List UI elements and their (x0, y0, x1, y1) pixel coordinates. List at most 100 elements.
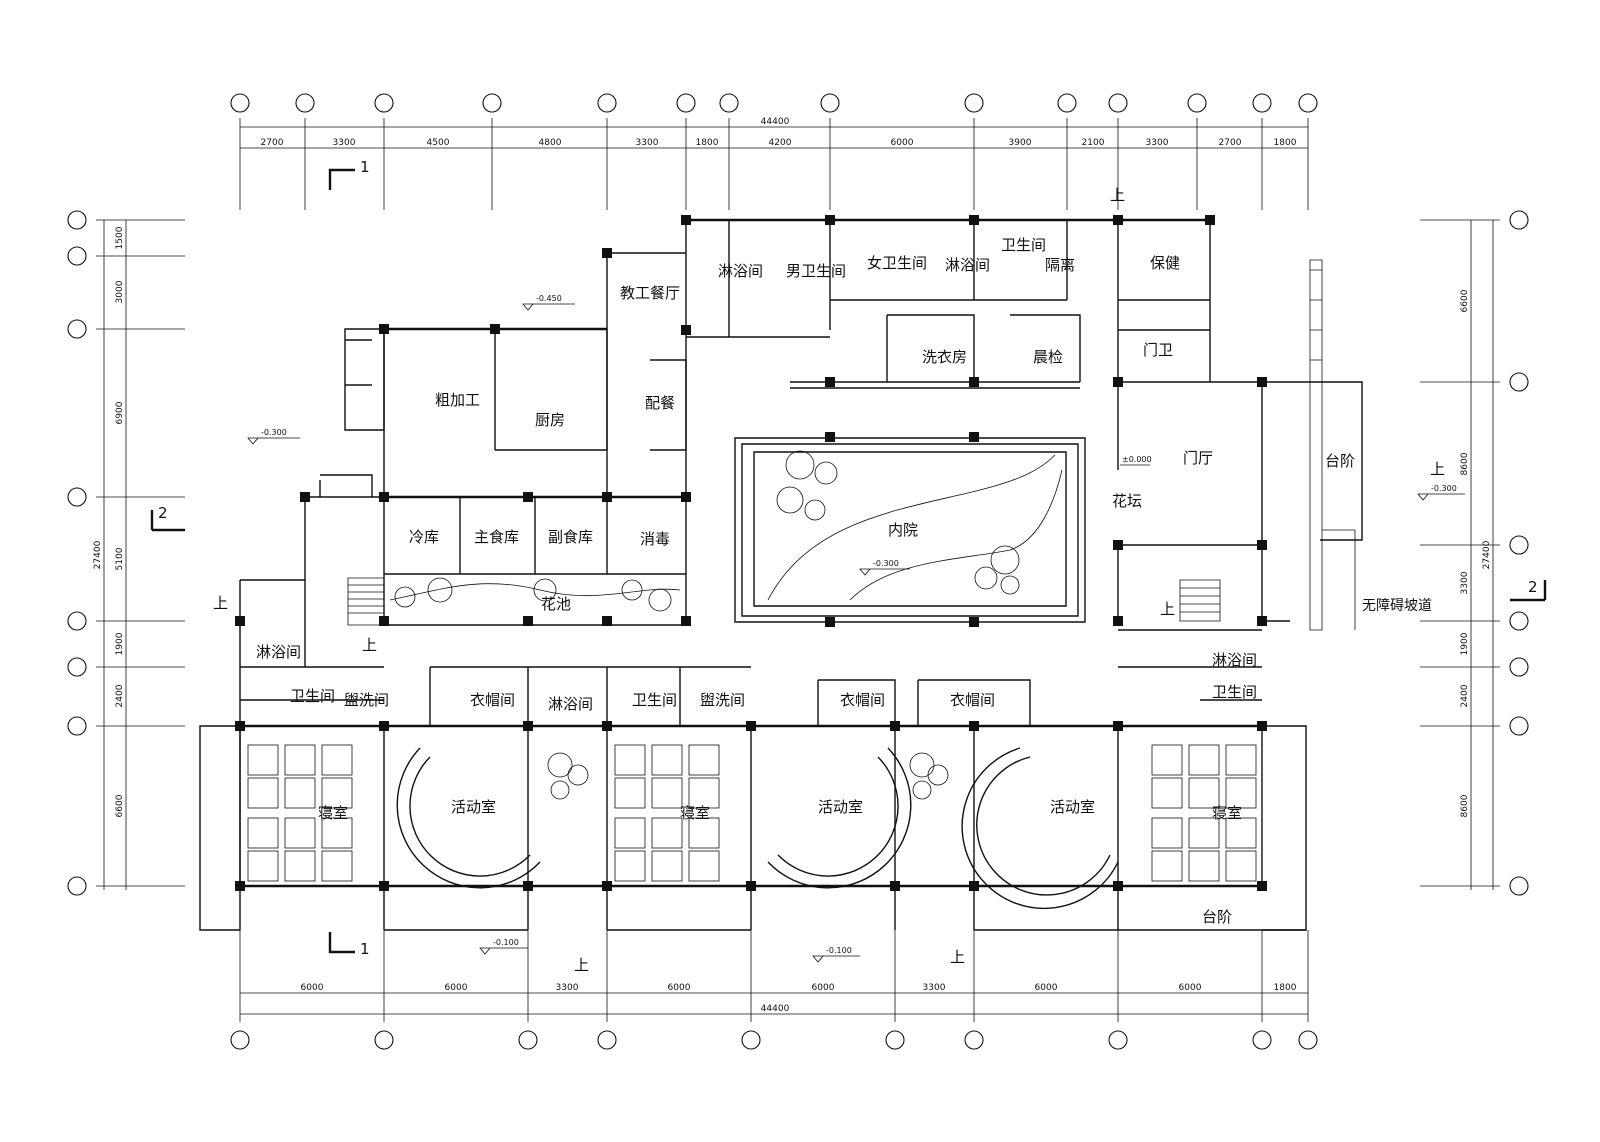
room-label: 消毒 (640, 530, 670, 548)
level-text: ±0.000 (1122, 455, 1152, 464)
dim-top-seg: 4200 (769, 138, 792, 148)
section-mark-label: 1 (360, 158, 370, 176)
dim-top-total: 44400 (761, 117, 790, 127)
up-mark: 上 (574, 956, 589, 974)
dim-right-seg: 1900 (1460, 632, 1470, 655)
dim-right-seg: 8600 (1460, 452, 1470, 475)
room-label: 教工餐厅 (620, 284, 680, 302)
section-mark-label: 2 (1528, 578, 1538, 596)
room-label: 配餐 (645, 394, 675, 412)
ramp-rails (1309, 259, 1356, 631)
room-label: 无障碍坡道 (1362, 598, 1432, 614)
room-label: 寝室 (680, 804, 710, 822)
room-label: 淋浴间 (945, 256, 990, 274)
room-label: 台阶 (1202, 908, 1232, 926)
dim-top-seg: 2100 (1082, 138, 1105, 148)
level-text: -0.300 (1431, 484, 1457, 493)
dim-top-seg: 1800 (1274, 138, 1297, 148)
room-label: 淋浴间 (256, 643, 301, 661)
level-text: -0.300 (261, 428, 287, 437)
dim-left-total: 27400 (93, 540, 103, 569)
level-text: -0.300 (873, 559, 899, 568)
room-label: 门卫 (1143, 341, 1173, 359)
room-label: 衣帽间 (470, 691, 515, 709)
dim-top-seg: 1800 (696, 138, 719, 148)
up-mark: 上 (213, 594, 228, 612)
room-label: 衣帽间 (950, 691, 995, 709)
courtyard-landscape (389, 450, 1063, 800)
level-text: -0.100 (493, 938, 519, 947)
dim-bottom-seg: 6000 (1179, 983, 1202, 993)
up-mark: 上 (950, 948, 965, 966)
room-label: 衣帽间 (840, 691, 885, 709)
room-label: 活动室 (451, 798, 496, 816)
up-mark: 上 (1160, 600, 1175, 618)
activity-room-arcs (396, 747, 1119, 909)
room-label: 寝室 (1212, 804, 1242, 822)
room-label: 内院 (888, 521, 918, 539)
room-label: 卫生间 (290, 687, 335, 705)
section-mark-label: 1 (360, 940, 370, 958)
dim-left-seg: 2400 (115, 684, 125, 707)
room-label: 卫生间 (1212, 683, 1257, 701)
stairs (347, 577, 1221, 626)
section-marks: 1 1 2 2 (150, 158, 1547, 958)
dim-left-seg: 6900 (115, 401, 125, 424)
dim-bottom-seg: 6000 (1035, 983, 1058, 993)
dim-left-seg: 6600 (115, 794, 125, 817)
dim-bottom-seg: 3300 (556, 983, 579, 993)
up-mark: 上 (362, 636, 377, 654)
walls (199, 218, 1363, 931)
room-label: 冷库 (409, 528, 439, 546)
dim-right-seg: 6600 (1460, 289, 1470, 312)
room-label: 淋浴间 (548, 695, 593, 713)
dim-bottom-seg: 6000 (301, 983, 324, 993)
dim-left-seg: 1500 (115, 226, 125, 249)
room-label: 盥洗间 (344, 691, 389, 709)
grid-axis-bubbles (67, 93, 1529, 1050)
room-label: 保健 (1150, 254, 1180, 272)
dim-top-seg: 2700 (261, 138, 284, 148)
room-label: 卫生间 (1001, 236, 1046, 254)
room-label: 女卫生间 (867, 254, 927, 272)
room-label: 寝室 (318, 804, 348, 822)
dim-top-seg: 3900 (1009, 138, 1032, 148)
room-label: 淋浴间 (718, 262, 763, 280)
dorm-beds (247, 744, 1257, 882)
room-label: 花池 (541, 595, 571, 613)
room-label: 洗衣房 (922, 348, 967, 366)
dim-bottom-seg: 6000 (445, 983, 468, 993)
room-label: 副食库 (548, 528, 593, 546)
dim-bottom-seg: 6000 (812, 983, 835, 993)
dim-bottom-seg: 1800 (1274, 983, 1297, 993)
dim-bottom-total: 44400 (761, 1004, 790, 1014)
dim-bottom-seg: 6000 (668, 983, 691, 993)
room-label: 男卫生间 (786, 262, 846, 280)
axis-bubble (67, 93, 1529, 1050)
room-label: 台阶 (1325, 452, 1355, 470)
room-label: 淋浴间 (1212, 651, 1257, 669)
room-label: 卫生间 (632, 691, 677, 709)
room-label: 活动室 (1050, 798, 1095, 816)
up-mark: 上 (1110, 186, 1125, 204)
dim-top-seg: 3300 (333, 138, 356, 148)
room-label: 活动室 (818, 798, 863, 816)
dim-top-seg: 6000 (891, 138, 914, 148)
dim-top-seg: 3300 (1146, 138, 1169, 148)
dim-left-seg: 5100 (115, 547, 125, 570)
dim-top-seg: 3300 (636, 138, 659, 148)
dim-top-seg: 4500 (427, 138, 450, 148)
dim-left-seg: 3000 (115, 280, 125, 303)
up-marks: 上 上 上 上 上 上 上 (213, 186, 1445, 974)
dim-top-seg: 4800 (539, 138, 562, 148)
room-label: 盥洗间 (700, 691, 745, 709)
level-markers: -0.450 -0.300 ±0.000 -0.300 -0.300 -0.10… (247, 294, 1465, 963)
room-labels: 淋浴间 男卫生间 女卫生间 淋浴间 卫生间 隔离 保健 教工餐厅 洗衣房 晨检 … (256, 236, 1432, 926)
dimension-texts: 44400 2700 3300 4500 4800 3300 1800 4200… (93, 117, 1492, 1014)
dim-right-seg: 2400 (1460, 684, 1470, 707)
room-label: 花坛 (1112, 492, 1142, 510)
room-label: 粗加工 (435, 391, 480, 409)
dim-right-seg: 3300 (1460, 571, 1470, 594)
dim-left-seg: 1900 (115, 632, 125, 655)
